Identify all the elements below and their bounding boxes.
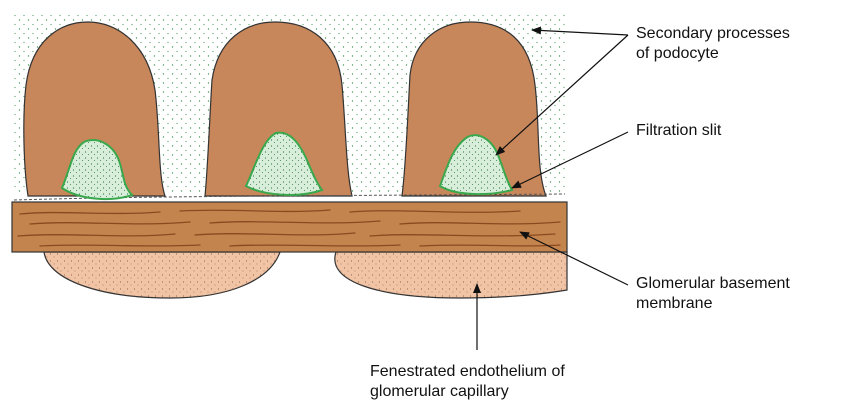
label-secondary-processes: Secondary processes of podocyte	[636, 24, 790, 64]
label-endothelium-line1: Fenestrated endothelium of	[370, 362, 565, 382]
label-basement-membrane-line2: membrane	[636, 294, 790, 314]
label-basement-membrane-line1: Glomerular basement	[636, 274, 790, 294]
label-endothelium: Fenestrated endothelium of glomerular ca…	[370, 362, 565, 402]
endothelium	[44, 252, 567, 298]
basement-membrane-band	[12, 202, 567, 252]
basement-membrane	[12, 202, 567, 252]
label-secondary-processes-line2: of podocyte	[636, 44, 790, 64]
endothelial-cell-2-stipple	[335, 252, 567, 298]
label-secondary-processes-line1: Secondary processes	[636, 24, 790, 44]
label-endothelium-line2: glomerular capillary	[370, 382, 565, 402]
endothelial-cell-1-stipple	[44, 252, 280, 298]
label-filtration-slit-line1: Filtration slit	[636, 121, 721, 141]
label-basement-membrane: Glomerular basement membrane	[636, 274, 790, 314]
label-filtration-slit: Filtration slit	[636, 121, 721, 141]
